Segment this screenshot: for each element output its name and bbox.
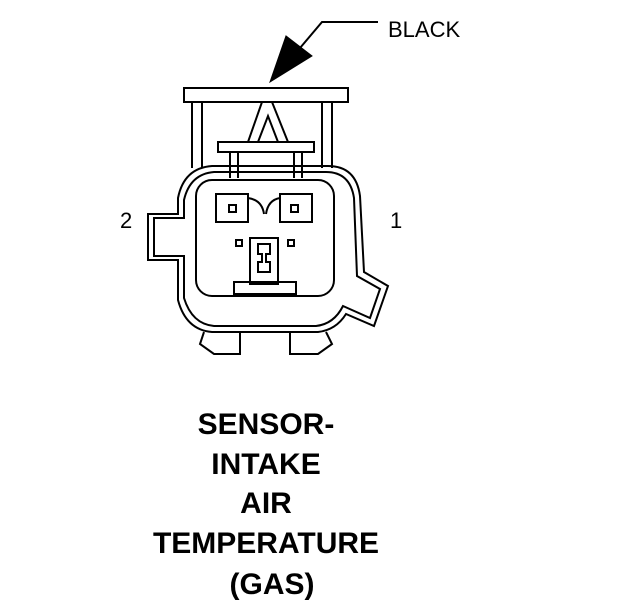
foot-right [289, 331, 334, 355]
housing-inner [153, 171, 382, 327]
terminal-cavity-2 [215, 193, 249, 223]
latch-bar [217, 141, 315, 153]
title-line-1: SENSOR- [198, 408, 335, 441]
locator-left [235, 239, 243, 247]
title-line-4: TEMPERATURE [153, 527, 379, 560]
lock-tab [246, 101, 290, 143]
callout-label: BLACK [388, 17, 460, 42]
housing-outer [147, 165, 390, 333]
locator-right [287, 239, 295, 247]
callout-arrowhead [269, 35, 313, 84]
title-line-3: AIR [240, 487, 292, 520]
foot-left [198, 331, 241, 355]
terminal-cavity-1 [279, 193, 313, 223]
lock-bar [183, 87, 349, 103]
title-line-5: (GAS) [230, 568, 315, 600]
diagram-title: SENSOR- INTAKE AIR TEMPERATURE (GAS) [153, 408, 379, 600]
pin-label-2: 2 [120, 208, 132, 233]
center-key [249, 237, 279, 285]
title-line-2: INTAKE [211, 448, 320, 481]
terminal-face [195, 179, 335, 297]
connector-body [147, 87, 390, 355]
key-base [233, 281, 297, 295]
pin-label-1: 1 [390, 208, 402, 233]
callout-leader [269, 21, 378, 84]
